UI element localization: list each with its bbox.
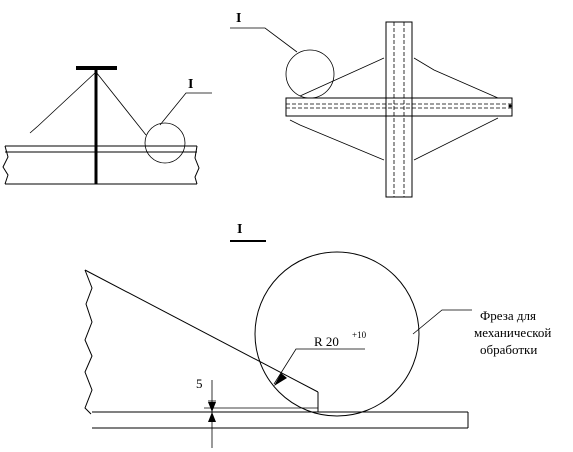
right-view-horizontal-member (285, 97, 513, 117)
right-plan-view: I (230, 11, 513, 198)
right-view-detail-leader (230, 27, 298, 53)
dimension-value: 5 (196, 376, 203, 391)
right-view-gusset-top-left (299, 57, 385, 97)
radius-arrowhead (274, 373, 287, 386)
left-view-gusset-right (95, 71, 147, 136)
detail-gusset-edge (84, 269, 319, 393)
cutter-label-line1: Фреза для (480, 308, 536, 323)
cutter-label-line3: обработки (480, 342, 537, 357)
milling-cutter-circle (254, 251, 420, 417)
cutter-leader (412, 309, 472, 335)
right-view-detail-circle (285, 49, 335, 99)
right-view-vertical-member (385, 21, 413, 198)
dimension-arrow-bottom (208, 412, 216, 422)
detail-view: I R 20 +10 5 Фреза для механической обра… (84, 222, 551, 448)
detail-break-line (84, 269, 93, 415)
radius-label: R 20 (314, 334, 339, 349)
right-view-detail-mark: I (236, 11, 241, 26)
detail-title: I (237, 222, 242, 237)
dimension-arrow-top (208, 402, 216, 412)
left-side-view: I (2, 66, 212, 185)
right-view-gusset-bottom-left (289, 119, 385, 161)
radius-tolerance: +10 (352, 330, 367, 340)
left-view-break-left (2, 145, 9, 185)
left-view-detail-circle (144, 122, 186, 164)
left-view-detail-mark: I (188, 77, 193, 92)
cutter-label-line2: механической (474, 325, 551, 340)
left-view-detail-leader (159, 92, 212, 126)
right-view-gusset-bottom-right (413, 117, 499, 161)
left-view-break-right (194, 145, 200, 185)
radius-leader (273, 348, 365, 385)
left-view-gusset-left (29, 71, 97, 134)
right-view-gusset-top-right (413, 57, 499, 99)
